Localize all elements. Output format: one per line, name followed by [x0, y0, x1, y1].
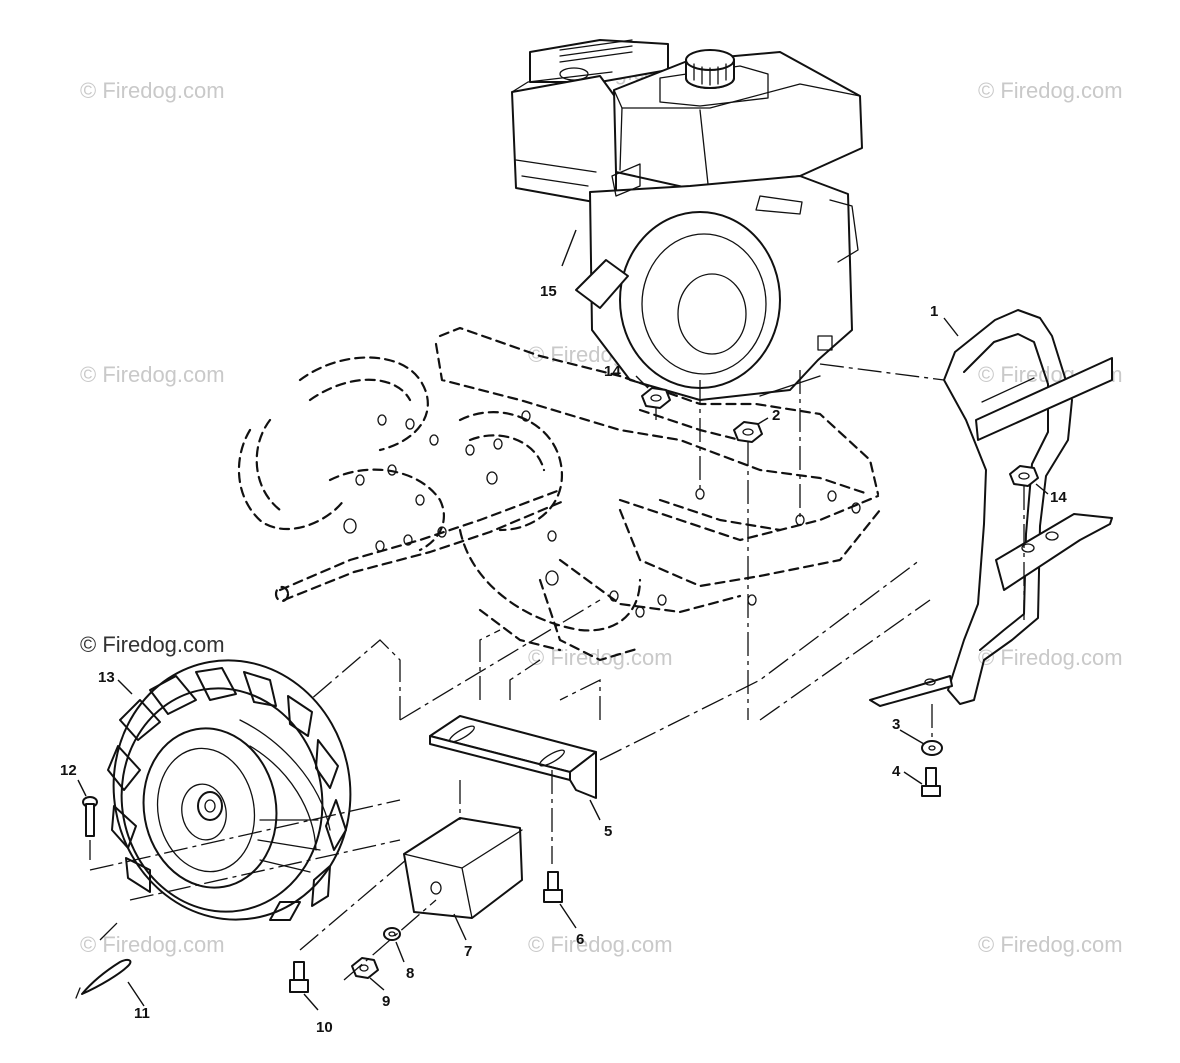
bracket — [429, 715, 597, 799]
watermark: © Firedog.com — [528, 645, 673, 670]
bumper-guard — [869, 309, 1113, 707]
watermark: © Firedog.com — [80, 932, 225, 957]
engine — [511, 39, 863, 401]
watermark: © Firedog.com — [80, 362, 225, 387]
callout-5: 5 — [604, 823, 612, 840]
callout-12: 12 — [60, 762, 77, 779]
callout-14-lower: 14 — [1050, 489, 1067, 506]
callout-15: 15 — [540, 283, 557, 300]
callout-9: 9 — [382, 993, 390, 1010]
watermark: © Firedog.com — [978, 645, 1123, 670]
weight-block — [403, 817, 523, 919]
callout-1: 1 — [930, 303, 938, 320]
callout-4: 4 — [892, 763, 901, 780]
callout-3: 3 — [892, 716, 900, 733]
leader-lines — [77, 229, 1049, 1011]
watermark: © Firedog.com — [978, 78, 1123, 103]
callout-13: 13 — [98, 669, 115, 686]
watermark: © Firedog.com — [80, 78, 225, 103]
wheel-tire — [107, 659, 352, 921]
callout-11: 11 — [134, 1005, 150, 1022]
callout-6: 6 — [576, 931, 584, 948]
watermark: © Firedog.com — [528, 932, 673, 957]
callout-10: 10 — [316, 1019, 333, 1036]
assembly-lines — [89, 363, 1025, 981]
callout-2: 2 — [772, 407, 780, 424]
callouts: 1 2 3 4 5 6 7 8 9 10 11 12 13 14 14 15 — [60, 283, 1067, 1036]
callout-14-upper: 14 — [604, 363, 621, 380]
watermark-prominent: © Firedog.com — [80, 632, 225, 657]
callout-8: 8 — [406, 965, 414, 982]
callout-7: 7 — [464, 943, 472, 960]
watermark: © Firedog.com — [978, 932, 1123, 957]
hardware — [75, 387, 1039, 999]
